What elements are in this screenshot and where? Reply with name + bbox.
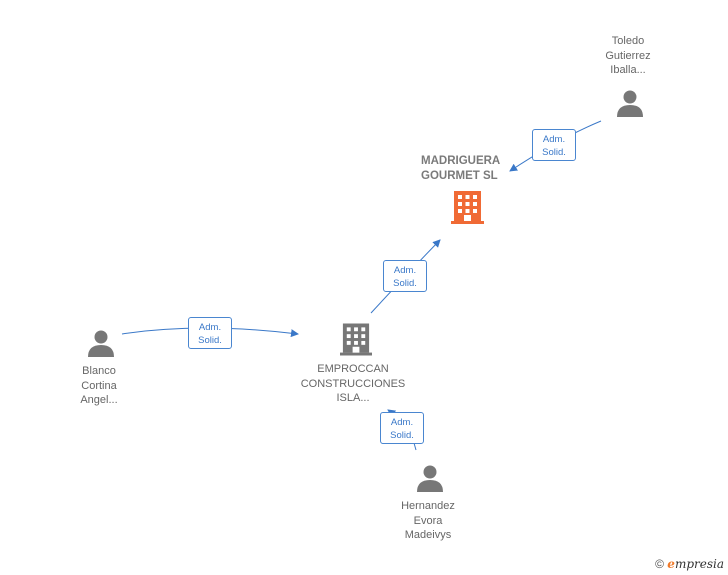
building-icon[interactable] (451, 190, 484, 225)
node-label-emproccan[interactable]: EMPROCCAN CONSTRUCCIONES ISLA... (300, 363, 406, 404)
person-icon[interactable] (415, 463, 445, 493)
node-label-hernandez[interactable]: Hernandez Evora Madeivys (401, 500, 455, 541)
building-icon[interactable] (340, 322, 372, 357)
copyright-symbol: © (655, 557, 664, 571)
node-label-blanco[interactable]: Blanco Cortina Angel... (80, 365, 118, 406)
edge-label-emproccan-madriguera[interactable]: Adm. Solid. (383, 260, 427, 292)
edge-label-hernandez-emproccan[interactable]: Adm. Solid. (380, 412, 424, 444)
brand-footer: © empresia (655, 557, 724, 571)
person-icon[interactable] (615, 88, 645, 118)
person-icon[interactable] (86, 328, 116, 358)
node-label-toledo[interactable]: Toledo Gutierrez Iballa... (605, 35, 651, 76)
edge-label-toledo-madriguera[interactable]: Adm. Solid. (532, 129, 576, 161)
brand-logo[interactable]: empresia (667, 557, 724, 571)
edge-label-blanco-emproccan[interactable]: Adm. Solid. (188, 317, 232, 349)
node-label-madriguera[interactable]: MADRIGUERA GOURMET SL (421, 155, 501, 182)
